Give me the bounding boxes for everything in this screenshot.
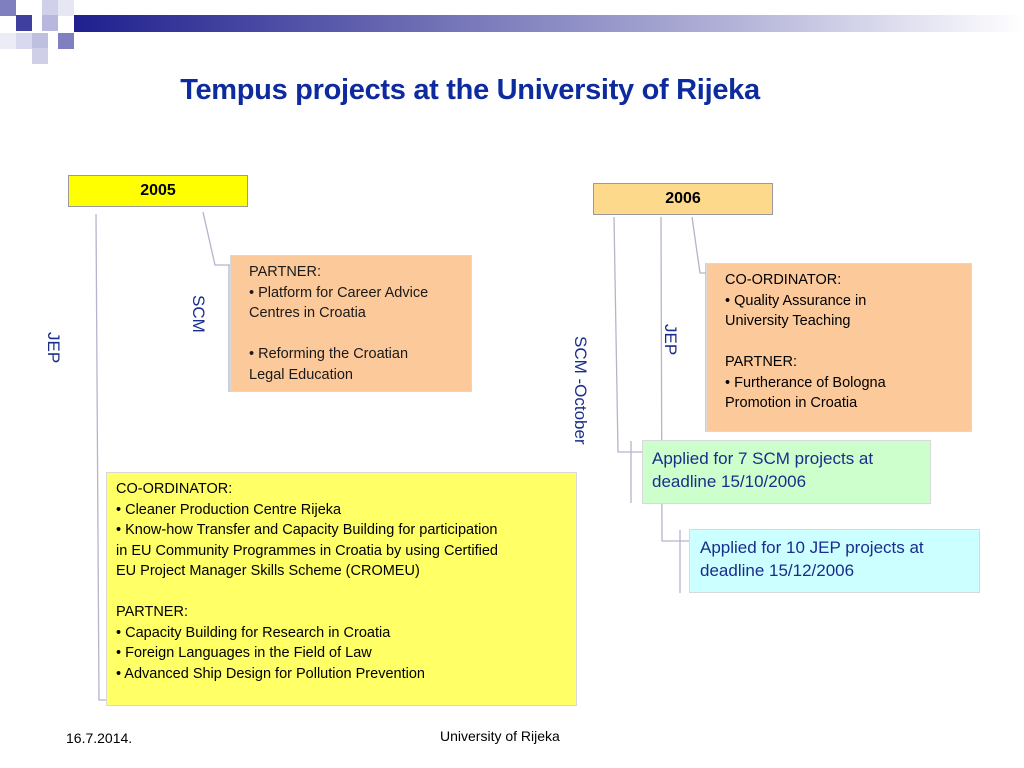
decor-square	[16, 15, 32, 31]
text-line: in EU Community Programmes in Croatia by…	[116, 542, 498, 559]
decor-square	[0, 33, 16, 49]
decor-square	[58, 0, 74, 16]
text-line: Applied for 10 JEP projects at	[700, 538, 924, 557]
connector-scm-2005	[202, 211, 230, 266]
decor-square	[16, 33, 32, 49]
text-line	[249, 324, 457, 345]
text-line: CO-ORDINATOR:	[116, 481, 233, 497]
text-line: • Foreign Languages in the Field of Law	[116, 645, 372, 661]
text-line: PARTNER:	[725, 354, 797, 370]
decor-square	[32, 33, 48, 49]
text-line: deadline 15/10/2006	[652, 472, 807, 491]
text-line: • Advanced Ship Design for Pollution Pre…	[116, 665, 425, 682]
footer-date: 16.7.2014.	[66, 730, 133, 746]
text-line: Legal Education	[249, 366, 353, 383]
label-jep-2006: JEP	[661, 324, 680, 356]
label-scm-2005: SCM	[189, 295, 208, 333]
scm-2005-projects-box: PARTNER: • Platform for Career Advice Ce…	[230, 255, 472, 392]
text-line: Promotion in Croatia	[725, 395, 858, 411]
text-line	[116, 582, 568, 603]
header-gradient-bar	[74, 15, 1024, 32]
text-line: University Teaching	[725, 313, 851, 329]
jep-2006-applied-box: Applied for 10 JEP projects at deadline …	[689, 529, 980, 593]
text-line: PARTNER:	[249, 264, 321, 280]
label-jep-2005: JEP	[44, 332, 63, 364]
decor-square	[42, 0, 58, 16]
jep-2006-projects-box: CO-ORDINATOR: • Quality Assurance in Uni…	[706, 263, 972, 432]
scm-2006-applied-box: Applied for 7 SCM projects at deadline 1…	[642, 440, 931, 504]
text-line: • Cleaner Production Centre Rijeka	[116, 501, 342, 518]
connector-jep-2005	[95, 213, 106, 701]
label-scm-2006: SCM -October	[571, 336, 590, 445]
text-line: • Furtherance of Bologna	[725, 374, 886, 391]
decor-square	[58, 33, 74, 49]
text-line: • Quality Assurance in	[725, 292, 867, 309]
text-line: • Platform for Career Advice	[249, 284, 429, 301]
slide-title: Tempus projects at the University of Rij…	[180, 74, 760, 106]
decor-square	[0, 0, 16, 16]
jep-2005-projects-box: CO-ORDINATOR: • Cleaner Production Centr…	[106, 472, 577, 706]
text-line	[725, 332, 961, 353]
text-line: deadline 15/12/2006	[700, 561, 855, 580]
connector-scm-2006	[613, 216, 642, 453]
year-box-2005: 2005	[68, 175, 248, 207]
decor-square	[42, 15, 58, 31]
text-line: • Capacity Building for Research in Croa…	[116, 624, 391, 641]
text-line: PARTNER:	[116, 604, 188, 620]
year-box-2006: 2006	[593, 183, 773, 215]
text-line: Applied for 7 SCM projects at	[652, 449, 874, 468]
text-line: CO-ORDINATOR:	[725, 272, 842, 288]
footer-organization: University of Rijeka	[440, 728, 560, 744]
connector-jep-2006	[691, 216, 706, 274]
text-line: Centres in Croatia	[249, 305, 366, 321]
text-line: • Know-how Transfer and Capacity Buildin…	[116, 522, 498, 538]
text-line: EU Project Manager Skills Scheme (CROMEU…	[116, 563, 420, 579]
decor-square	[32, 48, 48, 64]
text-line: • Reforming the Croatian	[249, 346, 409, 362]
